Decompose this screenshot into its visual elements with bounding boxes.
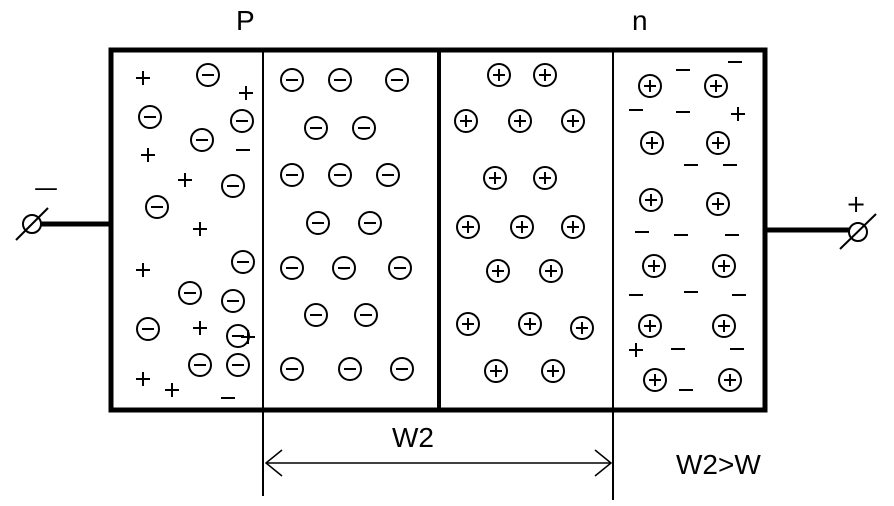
positive-ion bbox=[456, 312, 480, 336]
negative-ion bbox=[138, 105, 162, 129]
negative-ion bbox=[332, 256, 356, 280]
positive-ion bbox=[539, 259, 563, 283]
negative-ion bbox=[136, 317, 160, 341]
positive-ion bbox=[706, 192, 730, 216]
positive-ion bbox=[518, 312, 542, 336]
positive-ion bbox=[454, 109, 478, 133]
positive-ion bbox=[712, 314, 736, 338]
negative-ion bbox=[188, 353, 212, 377]
negative-ion bbox=[280, 68, 304, 92]
negative-ion bbox=[280, 163, 304, 187]
negative-ion bbox=[358, 211, 382, 235]
positive-ion bbox=[508, 109, 532, 133]
right-terminal-sign: + bbox=[846, 190, 866, 218]
negative-ion bbox=[328, 163, 352, 187]
positive-ion bbox=[456, 215, 480, 239]
positive-ion bbox=[510, 215, 534, 239]
hole-carrier bbox=[136, 71, 150, 85]
hole-carrier bbox=[241, 330, 255, 344]
positive-ion bbox=[533, 166, 557, 190]
negative-ion bbox=[354, 303, 378, 327]
width-dimension: W2 bbox=[264, 422, 613, 477]
n-region-label: n bbox=[632, 5, 648, 36]
hole-carrier bbox=[136, 263, 150, 277]
negative-ion bbox=[145, 195, 169, 219]
left-terminal-slash bbox=[15, 207, 49, 241]
positive-ion bbox=[638, 314, 662, 338]
width-arrow-left-head bbox=[264, 449, 283, 477]
negative-ion bbox=[196, 63, 220, 87]
negative-ion bbox=[221, 174, 245, 198]
positive-ion bbox=[639, 188, 663, 212]
negative-ion bbox=[306, 211, 330, 235]
negative-ion bbox=[376, 163, 400, 187]
negative-ion bbox=[280, 357, 304, 381]
positive-ion bbox=[561, 215, 585, 239]
negative-ion bbox=[178, 281, 202, 305]
positive-ion bbox=[561, 109, 585, 133]
negative-ion bbox=[328, 68, 352, 92]
positive-ion bbox=[642, 254, 666, 278]
positive-ion bbox=[486, 259, 510, 283]
positive-ion bbox=[638, 74, 662, 98]
positive-ion bbox=[570, 316, 594, 340]
right-terminal: + bbox=[765, 190, 877, 250]
negative-ion bbox=[221, 289, 245, 313]
hole-carrier bbox=[193, 321, 207, 335]
positive-ion bbox=[640, 131, 664, 155]
positive-ion bbox=[484, 359, 508, 383]
positive-ion bbox=[483, 166, 507, 190]
negative-ion bbox=[388, 256, 412, 280]
left-terminal: — bbox=[15, 174, 111, 241]
negative-ion bbox=[190, 128, 214, 152]
hole-carrier bbox=[193, 222, 207, 236]
hole-carrier bbox=[178, 173, 192, 187]
negative-ion bbox=[304, 116, 328, 140]
hole-carrier bbox=[136, 372, 150, 386]
hole-carrier bbox=[141, 148, 155, 162]
negative-ion bbox=[385, 68, 409, 92]
negative-ion bbox=[280, 256, 304, 280]
negative-ion bbox=[390, 357, 414, 381]
right-terminal-slash bbox=[839, 213, 877, 250]
negative-ion bbox=[338, 357, 362, 381]
negative-ion bbox=[226, 353, 250, 377]
left-terminal-sign: — bbox=[34, 174, 58, 202]
negative-ion bbox=[352, 116, 376, 140]
positive-ion bbox=[718, 368, 742, 392]
width-relation-label: W2>W bbox=[676, 449, 761, 480]
positive-ion bbox=[712, 254, 736, 278]
positive-ion bbox=[643, 368, 667, 392]
negative-ion bbox=[231, 250, 255, 274]
positive-ion bbox=[541, 359, 565, 383]
ion-layer bbox=[136, 61, 746, 399]
positive-ion bbox=[533, 63, 557, 87]
positive-ion bbox=[706, 131, 730, 155]
negative-ion bbox=[304, 303, 328, 327]
negative-ion bbox=[230, 109, 254, 133]
hole-carrier bbox=[239, 86, 253, 100]
positive-ion bbox=[704, 74, 728, 98]
hole-carrier bbox=[629, 343, 643, 357]
hole-carrier bbox=[165, 383, 179, 397]
positive-ion bbox=[487, 63, 511, 87]
width-arrow-right-head bbox=[594, 449, 613, 477]
hole-carrier bbox=[731, 107, 745, 121]
width-label: W2 bbox=[392, 422, 434, 453]
p-region-label: P bbox=[236, 5, 255, 36]
